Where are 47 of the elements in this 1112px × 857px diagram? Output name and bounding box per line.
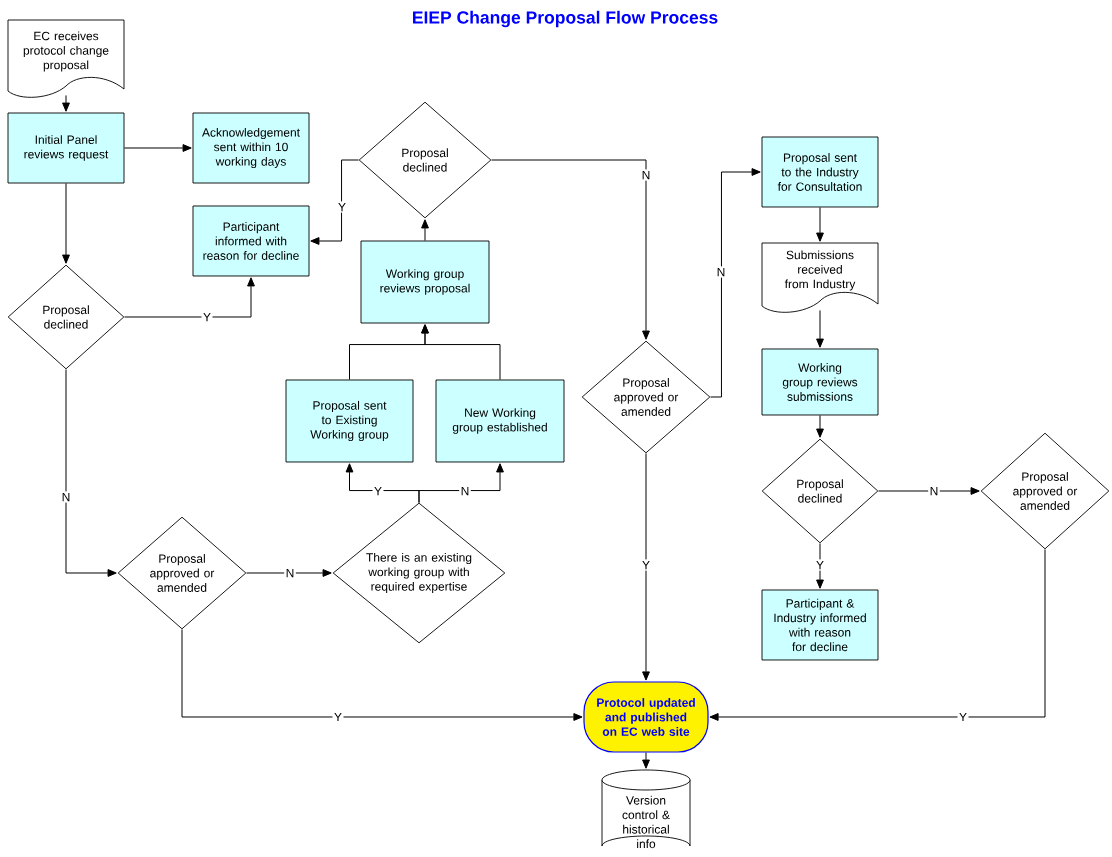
arrow bbox=[310, 159, 360, 245]
arrow bbox=[642, 752, 650, 769]
edge-label: Y bbox=[336, 201, 348, 213]
arrow bbox=[709, 548, 1046, 721]
edge-label: N bbox=[928, 485, 940, 497]
arrow bbox=[123, 277, 255, 318]
arrow bbox=[877, 487, 980, 495]
edge-label: Y bbox=[332, 711, 344, 723]
node-label: Version control & historical info bbox=[622, 795, 670, 849]
process-box: Participant & Industry informed with reason for decline bbox=[761, 589, 879, 661]
arrow bbox=[816, 414, 824, 438]
arrow bbox=[490, 159, 650, 340]
edge-label: Y bbox=[814, 559, 826, 571]
arrow bbox=[62, 94, 70, 112]
process-box: Working group reviews submissions bbox=[761, 348, 879, 416]
edge-label: Y bbox=[957, 711, 969, 723]
arrow bbox=[709, 168, 761, 398]
arrow bbox=[418, 463, 504, 504]
process-box: New Working group established bbox=[435, 379, 565, 463]
arrow bbox=[421, 324, 501, 381]
edge-label: N bbox=[459, 485, 471, 497]
title: EIEP Change Proposal Flow Process bbox=[413, 10, 718, 28]
arrow bbox=[181, 628, 583, 721]
edge-label: Y bbox=[640, 559, 652, 571]
arrow bbox=[65, 368, 117, 577]
arrow bbox=[816, 542, 824, 589]
edge-label: N bbox=[284, 567, 296, 579]
process-box: Working group reviews proposal bbox=[360, 240, 490, 324]
edge-label: N bbox=[715, 266, 727, 278]
edge-label: Y bbox=[201, 311, 213, 323]
process-box: Proposal sent to the Industry for Consultation bbox=[761, 136, 879, 208]
edge-label: N bbox=[60, 491, 72, 503]
process-box: Initial Panel reviews request bbox=[7, 112, 125, 184]
edge-label: Y bbox=[372, 485, 384, 497]
process-box: Participant informed with reason for decline bbox=[192, 205, 310, 277]
arrow bbox=[421, 219, 429, 242]
edge-label: N bbox=[640, 169, 652, 181]
process-box: Acknowledgement sent within 10 working days bbox=[192, 112, 310, 184]
arrow bbox=[245, 569, 332, 577]
arrow bbox=[816, 309, 824, 348]
arrow bbox=[816, 206, 824, 242]
arrow bbox=[62, 182, 70, 264]
arrow bbox=[123, 144, 192, 152]
terminator: Protocol updated and published on EC web site bbox=[583, 681, 709, 753]
process-box: Proposal sent to Existing Working group bbox=[285, 379, 414, 463]
arrow bbox=[642, 452, 650, 681]
database-cylinder: Version control & historical info bbox=[601, 769, 691, 849]
